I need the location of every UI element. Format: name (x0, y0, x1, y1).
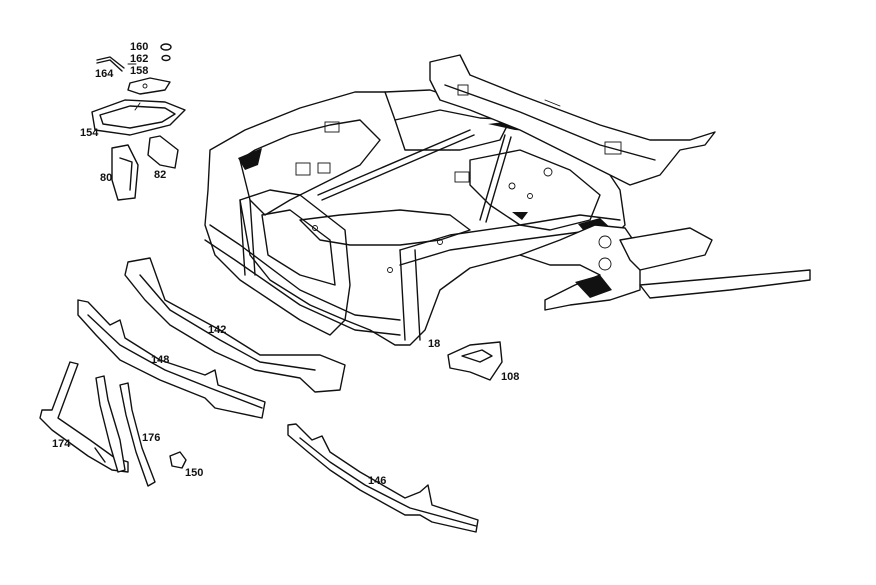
callout-176: 176 (142, 432, 160, 444)
callout-162: 162 (130, 53, 148, 65)
part-148 (77, 299, 266, 419)
part-150 (169, 451, 187, 469)
callout-labels: 160 162 164 158 154 80 82 142 148 18 108… (52, 41, 519, 487)
leader-lines (127, 63, 141, 111)
callout-108: 108 (501, 371, 519, 383)
part-82 (147, 135, 179, 169)
callout-142: 142 (208, 324, 226, 336)
part-158 (127, 77, 171, 95)
callout-18: 18 (428, 338, 440, 350)
part-146 (287, 423, 479, 533)
part-160 (160, 43, 172, 51)
callout-158: 158 (130, 65, 148, 77)
part-162 (161, 54, 171, 62)
callout-82: 82 (154, 169, 166, 181)
part-176 (95, 375, 156, 487)
part-164 (96, 56, 125, 72)
part-108 (447, 341, 503, 381)
part-80 (111, 144, 139, 201)
callout-164: 164 (95, 68, 114, 80)
callout-154: 154 (80, 127, 99, 139)
callout-80: 80 (100, 172, 112, 184)
front-body-shell (204, 54, 811, 346)
part-142 (124, 257, 346, 393)
callout-160: 160 (130, 41, 148, 53)
part-154 (91, 99, 186, 136)
callout-146: 146 (368, 475, 386, 487)
callout-150: 150 (185, 467, 203, 479)
callout-148: 148 (151, 354, 169, 366)
callout-174: 174 (52, 438, 71, 450)
